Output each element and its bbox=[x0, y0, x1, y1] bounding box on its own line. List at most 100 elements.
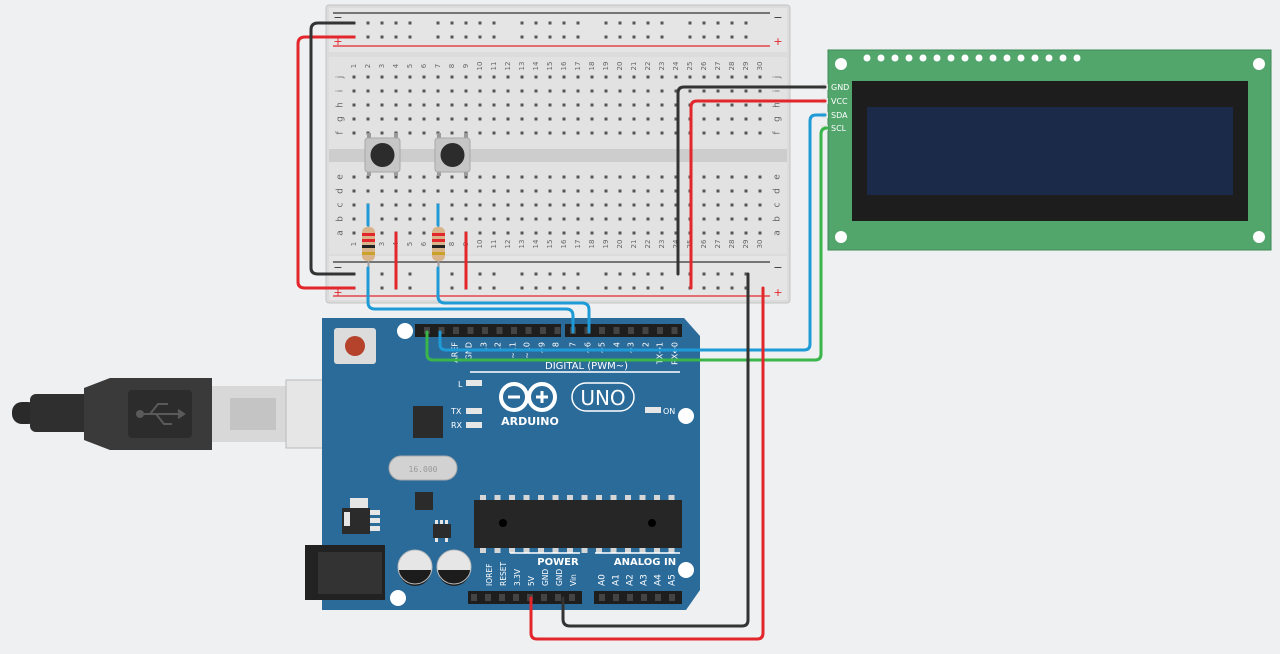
lcd-header-pin bbox=[1045, 54, 1053, 62]
column-number: 6 bbox=[420, 63, 428, 68]
digital-pin-label: ~9 bbox=[538, 342, 547, 354]
column-number: 17 bbox=[574, 240, 582, 249]
usb-chip bbox=[413, 406, 443, 438]
arduino-logo-icon bbox=[499, 382, 557, 412]
power-pin-label: Vin bbox=[569, 574, 578, 586]
row-letter: h bbox=[336, 102, 346, 108]
row-letter: h bbox=[773, 102, 783, 108]
column-number: 10 bbox=[476, 240, 484, 249]
column-number: 26 bbox=[700, 61, 708, 70]
column-number: 9 bbox=[462, 64, 470, 68]
digital-pin-label: RX←0 bbox=[671, 342, 680, 365]
column-number: 30 bbox=[756, 240, 764, 249]
column-number: 10 bbox=[476, 62, 484, 71]
column-number: 5 bbox=[406, 64, 414, 68]
wire-blue-lcd-sda[interactable] bbox=[438, 113, 827, 352]
lcd-pin-label: VCC bbox=[831, 97, 848, 106]
digital-label: DIGITAL (PWM~) bbox=[545, 361, 628, 372]
power-label: POWER bbox=[537, 557, 579, 568]
led-rx: RX bbox=[451, 421, 482, 430]
row-letter: e bbox=[336, 174, 346, 180]
digital-header-pin bbox=[496, 327, 503, 334]
column-number: 30 bbox=[756, 62, 764, 71]
column-number: 1 bbox=[350, 64, 358, 68]
row-letter: j bbox=[773, 76, 783, 80]
wire-blue-pin6[interactable] bbox=[436, 266, 591, 334]
lcd-screen bbox=[867, 107, 1233, 195]
column-number: 1 bbox=[350, 242, 358, 246]
column-number: 16 bbox=[560, 239, 568, 248]
lcd-header-pin bbox=[989, 54, 997, 62]
power-pin-label: 5V bbox=[527, 575, 536, 586]
wire-black-gnd[interactable] bbox=[561, 272, 750, 628]
column-number: 21 bbox=[630, 240, 638, 249]
usb-symbol-icon bbox=[136, 403, 186, 425]
led-tx: TX bbox=[450, 407, 482, 416]
column-number: 23 bbox=[658, 240, 666, 249]
digital-pin-label: 8 bbox=[552, 342, 561, 347]
wire-green-lcd-scl[interactable] bbox=[425, 126, 829, 362]
wire-blue-pin7[interactable] bbox=[366, 266, 575, 334]
capacitor-1 bbox=[397, 549, 433, 586]
row-letter: i bbox=[336, 90, 346, 93]
column-number: 13 bbox=[518, 240, 526, 249]
row-letter: g bbox=[336, 116, 346, 122]
lcd-pin-label: SDA bbox=[831, 111, 848, 120]
column-number: 16 bbox=[560, 61, 568, 70]
column-number: 28 bbox=[728, 62, 736, 71]
analog-label: ANALOG IN bbox=[614, 557, 676, 568]
push-button-1[interactable] bbox=[364, 133, 401, 176]
rail-sign: + bbox=[333, 286, 342, 299]
wire-black-rail-left[interactable] bbox=[309, 21, 356, 276]
row-letter: a bbox=[336, 230, 346, 236]
column-number: 29 bbox=[742, 62, 750, 71]
row-letter: g bbox=[773, 116, 783, 122]
digital-pin-label: 2 bbox=[642, 342, 651, 347]
column-number: 22 bbox=[644, 62, 652, 71]
wire-red-lcd-vcc[interactable] bbox=[689, 99, 827, 290]
row-letter: c bbox=[336, 202, 346, 207]
led-l: L bbox=[458, 380, 482, 389]
lcd-header-pin bbox=[1059, 54, 1067, 62]
power-pin-label: GND bbox=[555, 569, 564, 586]
wire-red-5v[interactable] bbox=[529, 286, 765, 641]
digital-header-pin bbox=[628, 327, 634, 334]
column-number: 23 bbox=[658, 62, 666, 71]
power-header-pin bbox=[471, 594, 477, 601]
power-pin-label: IOREF bbox=[485, 564, 494, 586]
wire-red-rail-left[interactable] bbox=[296, 35, 356, 290]
digital-header-pin bbox=[540, 327, 546, 334]
lcd-header-pin bbox=[947, 54, 955, 62]
column-number: 8 bbox=[448, 64, 456, 68]
lcd-header-pin bbox=[933, 54, 941, 62]
column-number: 18 bbox=[588, 240, 596, 249]
column-number: 29 bbox=[742, 240, 750, 249]
analog-pin-label: A5 bbox=[668, 574, 678, 586]
column-number: 25 bbox=[686, 62, 694, 71]
lcd-header-pin bbox=[877, 54, 885, 62]
analog-header-pin bbox=[627, 594, 633, 601]
svg-text:L: L bbox=[458, 380, 463, 389]
wire-black-lcd-gnd[interactable] bbox=[676, 85, 827, 276]
resistor-1 bbox=[362, 222, 375, 268]
analog-pin-label: A2 bbox=[626, 574, 636, 586]
push-button-2[interactable] bbox=[434, 133, 471, 176]
digital-pin-label: TX→1 bbox=[656, 342, 665, 365]
column-number: 15 bbox=[546, 240, 554, 249]
analog-pin-label: A4 bbox=[654, 574, 664, 586]
reset-button[interactable] bbox=[334, 328, 376, 364]
column-number: 12 bbox=[504, 62, 512, 71]
row-letter: b bbox=[773, 216, 783, 222]
column-number: 17 bbox=[574, 62, 582, 71]
digital-header-pin bbox=[438, 327, 445, 334]
power-pin-label: GND bbox=[541, 569, 550, 586]
digital-header-pin bbox=[511, 327, 517, 334]
row-letter: d bbox=[773, 188, 783, 194]
lcd-header-pin bbox=[1073, 54, 1081, 62]
analog-header-pin bbox=[613, 594, 619, 601]
column-number: 22 bbox=[644, 240, 652, 249]
analog-header-pin bbox=[669, 594, 675, 601]
digital-header-pin bbox=[599, 327, 605, 334]
